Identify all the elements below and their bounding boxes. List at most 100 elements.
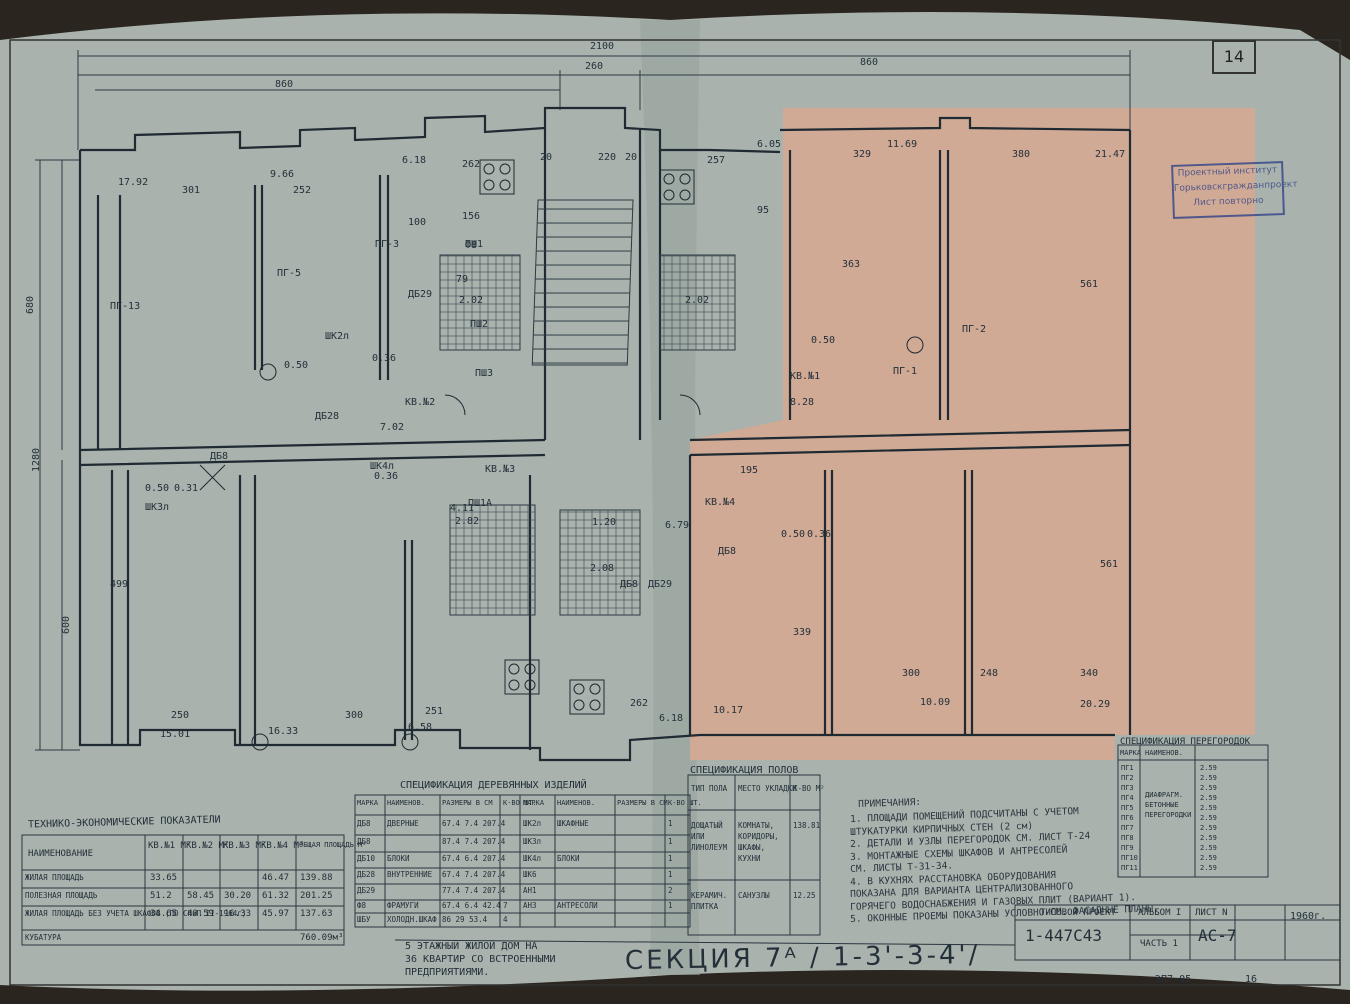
- room-label: 4.11: [450, 503, 475, 514]
- partition-mark: ПГ9: [1121, 844, 1134, 852]
- tech-cell: 137.63: [300, 909, 333, 919]
- floor-cell: КОМНАТЫ, КОРИДОРЫ, ШКАФЫ, КУХНИ: [738, 821, 779, 863]
- partition-mark: ПГ4: [1121, 794, 1134, 802]
- partition-mark: ПГ7: [1121, 824, 1134, 832]
- partition-value: 2.59: [1200, 804, 1217, 812]
- footer-code: ЭП7-05: [1155, 974, 1192, 985]
- room-label: 300: [902, 668, 921, 679]
- room-label: 380: [1012, 149, 1031, 160]
- room-label: 95: [757, 205, 770, 216]
- room-label: 1.20: [592, 517, 617, 528]
- room-label: 329: [853, 149, 872, 160]
- partition-mark: ПГ3: [1121, 784, 1134, 792]
- partition-mark: ПГ5: [1121, 804, 1134, 812]
- room-label: ШК4л: [370, 461, 395, 472]
- apartment-label: КВ.№1: [790, 371, 821, 382]
- institute-stamp: Проектный институт Горьковскгражданпроек…: [1171, 161, 1298, 219]
- room-label: ШК2л: [325, 331, 350, 342]
- floor-header: К-ВО М²: [793, 784, 825, 793]
- floor-header: ТИП ПОЛА: [691, 784, 728, 793]
- room-label: 257: [707, 155, 726, 166]
- wood-cell: БЛОКИ: [557, 854, 580, 863]
- tech-header: НАИМЕНОВАНИЕ: [28, 849, 94, 859]
- room-label: 20: [625, 152, 638, 163]
- wood-cell: 1: [668, 854, 673, 863]
- wood-cell: АН1: [523, 886, 537, 895]
- partition-mark: ПГ8: [1121, 834, 1134, 842]
- room-label: ПГ-2: [962, 324, 987, 335]
- dim-left-b: 1280: [31, 447, 43, 473]
- dim-right: 860: [860, 57, 879, 68]
- building-caption-line: 36 КВАРТИР СО ВСТРОЕННЫМИ: [405, 954, 556, 965]
- tech-cell: 46.47: [262, 873, 290, 883]
- partition-value: 2.59: [1200, 844, 1217, 852]
- room-label: ДБ8: [718, 546, 737, 557]
- room-label: 6.18: [659, 713, 684, 724]
- room-label: ШК3л: [145, 502, 170, 513]
- wood-cell: ДВЕРНЫЕ: [387, 819, 419, 828]
- sheet-label: ЛИСТ N: [1195, 908, 1228, 918]
- partition-value: 2.59: [1200, 854, 1217, 862]
- room-label: 0.36: [372, 353, 397, 364]
- tech-cell: ПОЛЕЗНАЯ ПЛОЩАДЬ: [25, 891, 98, 900]
- notes-title: ПРИМЕЧАНИЯ:: [857, 796, 922, 810]
- room-label: 262: [630, 698, 649, 709]
- room-label: 195: [740, 465, 759, 476]
- apartment-label: КВ.№4: [705, 497, 736, 508]
- wood-cell: 86 29 53.4: [442, 915, 488, 924]
- room-label: 11.69: [887, 139, 918, 150]
- partition-value: 2.59: [1200, 794, 1217, 802]
- room-label: 6.05: [757, 139, 782, 150]
- room-label: 363: [842, 259, 861, 270]
- partition-mark: ПГ2: [1121, 774, 1134, 782]
- sheet-number: 14: [1212, 40, 1256, 74]
- partition-table-title: СПЕЦИФИКАЦИЯ ПЕРЕГОРОДОК: [1120, 737, 1251, 747]
- room-label: 20.29: [1080, 699, 1111, 710]
- wood-cell: ФРАМУГИ: [387, 901, 419, 910]
- tech-cell: 40.59: [187, 909, 215, 919]
- wood-cell: БЛОКИ: [387, 854, 410, 863]
- partition-mark: ПГ10: [1121, 854, 1138, 862]
- room-label: 0.50: [284, 360, 309, 371]
- room-label: 0.36: [807, 529, 832, 540]
- section-title: СЕКЦИЯ 7ᴬ / 1-3'-3-4'/: [624, 939, 981, 977]
- room-label: 499: [110, 579, 129, 590]
- room-label: Ф8: [465, 240, 478, 251]
- room-label: ДБ29: [408, 289, 433, 300]
- room-label: 2.08: [590, 563, 615, 574]
- room-label: 300: [345, 710, 364, 721]
- floor-header: МЕСТО УКЛАДКИ: [738, 784, 797, 793]
- room-label: 220: [598, 152, 617, 163]
- dim-total: 2100: [590, 41, 615, 52]
- project-type: ТИПОВОЙ ПРОЕКТ: [1040, 908, 1116, 918]
- wood-cell: ДБ29: [357, 886, 376, 895]
- room-label: 2.02: [459, 295, 484, 306]
- footer-num: 16: [1245, 974, 1258, 985]
- room-label: 2.02: [685, 295, 710, 306]
- tech-cell: 51.2: [150, 891, 172, 901]
- partition-value: 2.59: [1200, 784, 1217, 792]
- wood-header: НАИМЕНОВ.: [387, 799, 425, 807]
- wood-cell: 67.4 7.4 207.4: [442, 819, 506, 828]
- tech-cell: 33.65: [150, 873, 178, 883]
- room-label: 262: [462, 159, 481, 170]
- wood-cell: 87.4 7.4 207.4: [442, 837, 506, 846]
- wood-header: К-ВО ШТ.: [503, 799, 537, 807]
- tech-header: КВ.№2 М²: [186, 841, 230, 851]
- room-label: 340: [1080, 668, 1099, 679]
- sheet-code: АС-7: [1198, 926, 1237, 945]
- wood-header: К-ВО ШТ.: [668, 799, 702, 807]
- floor-table-title: СПЕЦИФИКАЦИЯ ПОЛОВ: [690, 765, 799, 776]
- room-label: 15.01: [160, 729, 191, 740]
- tech-cell: 58.45: [187, 891, 215, 901]
- room-label: 0.50: [145, 483, 170, 494]
- partition-value: 2.59: [1200, 824, 1217, 832]
- tech-cell: 16.33: [224, 909, 252, 919]
- room-label: 252: [293, 185, 312, 196]
- year: 1960г.: [1290, 911, 1327, 922]
- room-label: ДБ8: [210, 451, 229, 462]
- tech-cell: 61.32: [262, 891, 290, 901]
- room-label: ПГ-13: [110, 301, 141, 312]
- room-label: 17.92: [118, 177, 149, 188]
